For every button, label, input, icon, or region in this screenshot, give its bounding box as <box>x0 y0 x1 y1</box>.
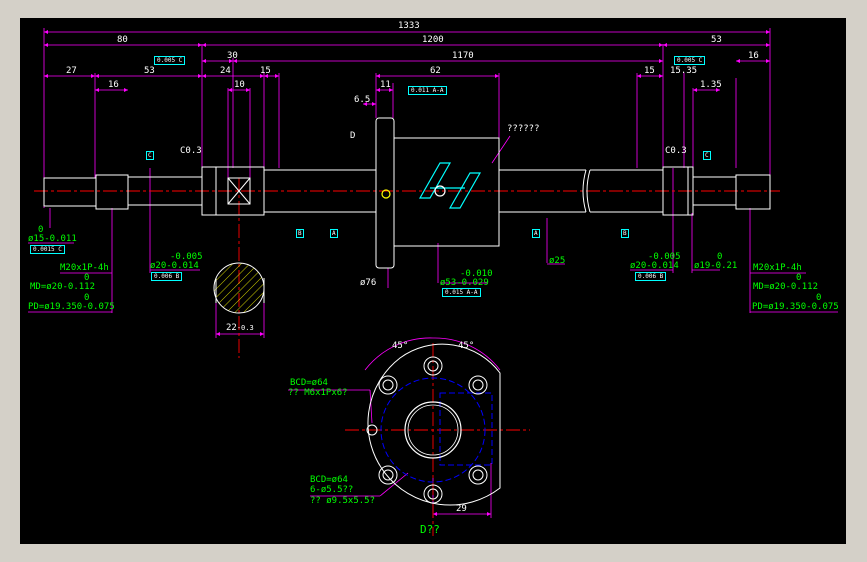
dim-right-end: 53 <box>711 35 722 45</box>
dim-1-35: 1.35 <box>700 80 722 90</box>
angle-right: 45° <box>458 341 475 351</box>
dim-15-left: 15 <box>260 66 271 76</box>
datum-d: D <box>350 131 356 141</box>
tf-dia20-right: 0.006 B <box>635 272 667 281</box>
dim-30: 30 <box>227 51 238 61</box>
dia19-top: 0 <box>717 252 723 262</box>
dim-16-left: 16 <box>108 80 119 90</box>
dia20-right: ø20-0.014 <box>630 261 679 271</box>
dim-27: 27 <box>66 66 77 76</box>
bcd-bottom-holes: 6-ø5.5?? <box>310 485 354 495</box>
pd-right-top: 0 <box>816 293 822 303</box>
bcd-top-hole: ?? M6x1Px6? <box>288 388 348 398</box>
thread-right: M20x1P-4h <box>753 263 802 273</box>
tf-dia53: 0.015 A-A <box>442 288 481 297</box>
tf-dia15: 0.0015 C <box>30 245 65 254</box>
md-right: MD=ø20-0.112 <box>753 282 819 292</box>
dim-15-35: 15.35 <box>670 66 698 76</box>
dim-22: 22-0.3 <box>226 323 254 333</box>
md-right-top: 0 <box>796 273 802 283</box>
dia53-top: -0.010 <box>460 269 493 279</box>
bcd-bottom: BCD=ø64 <box>310 475 348 485</box>
dim-10: 10 <box>234 80 245 90</box>
dimension-lines <box>28 28 838 518</box>
dia25: ø25 <box>549 256 566 266</box>
datum-c-right: C <box>703 151 711 160</box>
dim-53: 53 <box>144 66 155 76</box>
bcd-top: BCD=ø64 <box>290 378 328 388</box>
dia20-left: ø20-0.014 <box>150 261 199 271</box>
pd-left-top: 0 <box>84 293 90 303</box>
tf-right-top: 0.005 C <box>674 56 706 65</box>
dim-15-right: 15 <box>644 66 655 76</box>
datum-b-right: B <box>621 229 629 238</box>
dia20-right-top: -0.005 <box>648 252 681 262</box>
dim-24: 24 <box>220 66 231 76</box>
dim-main-span: 1200 <box>422 35 444 45</box>
dia53: ø53-0.029 <box>440 278 489 288</box>
chamfer-left: C0.3 <box>180 146 202 156</box>
pd-right: PD=ø19.350-0.075 <box>752 302 839 312</box>
shaft-section <box>213 262 265 314</box>
datum-c-left: C <box>146 151 154 160</box>
datum-a-right: A <box>532 229 540 238</box>
chamfer-right: C0.3 <box>665 146 687 156</box>
datum-a-left: A <box>330 229 338 238</box>
thread-left: M20x1P-4h <box>60 263 109 273</box>
dia15: ø15-0.011 <box>28 234 77 244</box>
nut-logo <box>381 162 482 209</box>
dia-76: ø76 <box>360 278 377 288</box>
bcd-bottom-cb: ?? ø9.5x5.5? <box>310 496 376 506</box>
ball-screw-shaft <box>43 117 771 269</box>
md-left: MD=ø20-0.112 <box>30 282 96 292</box>
unknown-label: ?????? <box>507 124 540 134</box>
dim-overall: 1333 <box>398 21 420 31</box>
dim-16-right: 16 <box>748 51 759 61</box>
pd-left: PD=ø19.350-0.075 <box>28 302 115 312</box>
view-label: D?? <box>420 523 440 536</box>
ball-screw-drawing <box>28 28 838 536</box>
dim-left-end: 80 <box>117 35 128 45</box>
md-left-top: 0 <box>84 273 90 283</box>
angle-left: 45° <box>392 341 409 351</box>
dim-11: 11 <box>380 80 391 90</box>
dim-1170: 1170 <box>452 51 474 61</box>
drawing-text-layer: 1333 80 1200 53 30 1170 16 27 53 24 15 6… <box>20 18 846 544</box>
flange-end-view <box>366 343 501 506</box>
dia20-left-top: -0.005 <box>170 252 203 262</box>
datum-b-left: B <box>296 229 304 238</box>
dim-29: 29 <box>456 504 467 514</box>
dim-62: 62 <box>430 66 441 76</box>
cad-drawing-canvas[interactable]: 1333 80 1200 53 30 1170 16 27 53 24 15 6… <box>20 18 846 544</box>
tf-dia20-left: 0.006 B <box>151 272 183 281</box>
tf-center: 0.011 A-A <box>408 86 447 95</box>
tf-left-top: 0.005 C <box>154 56 186 65</box>
dim-6-5: 6.5 <box>354 95 371 105</box>
dia15-top: 0 <box>38 225 44 235</box>
dia19: ø19-0.21 <box>694 261 738 271</box>
